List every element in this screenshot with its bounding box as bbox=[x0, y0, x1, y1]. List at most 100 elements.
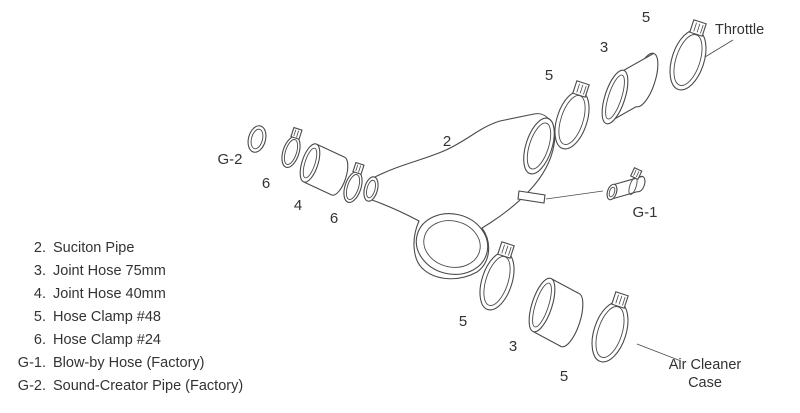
screw-hatch bbox=[576, 83, 580, 93]
suction-pipe bbox=[363, 113, 556, 280]
legend-num: G-2. bbox=[18, 378, 46, 394]
joint-hose-75mm-top bbox=[601, 52, 659, 125]
screw-hatch bbox=[615, 294, 619, 304]
pipe-left-inlet-rim bbox=[363, 176, 379, 202]
hose-top-edge bbox=[623, 52, 654, 71]
air-cleaner-label-line2: Case bbox=[688, 375, 722, 391]
blow-by-hose bbox=[606, 167, 646, 201]
screw-hatch bbox=[358, 165, 362, 173]
hose-top-edge bbox=[550, 277, 579, 294]
sound-creator-pipe-ring bbox=[247, 125, 267, 153]
callout-5-top-right: 5 bbox=[642, 9, 650, 26]
legend-label: Hose Clamp #48 bbox=[53, 309, 161, 325]
screw-hatch bbox=[618, 295, 623, 305]
hose-clamp-24-left bbox=[281, 126, 303, 168]
hose-front-inner-rim bbox=[302, 147, 318, 179]
clamp-screw-housing bbox=[572, 80, 590, 98]
pipe-outlet-rim bbox=[523, 117, 555, 175]
joint-hose-75mm-bottom bbox=[528, 277, 584, 348]
screw-hatch bbox=[622, 296, 626, 306]
screw-housing-box bbox=[497, 241, 515, 259]
screw-housing-box bbox=[290, 126, 303, 140]
callout-6-right: 6 bbox=[330, 210, 338, 227]
pipe-outlet-inner-rim bbox=[526, 122, 552, 170]
pipe-bellmouth-rim bbox=[415, 213, 489, 275]
screw-hatch bbox=[696, 23, 701, 33]
clamp-inner-ring bbox=[345, 174, 361, 200]
callout-5-bottom-right: 5 bbox=[560, 368, 568, 385]
screw-hatch bbox=[700, 24, 704, 34]
air-cleaner-label-line1: Air Cleaner bbox=[669, 357, 742, 373]
hose-clamp-48-top-right bbox=[669, 19, 707, 91]
ring-outer bbox=[247, 125, 267, 153]
legend-label: Sound-Creator Pipe (Factory) bbox=[53, 378, 243, 394]
legend-num: 5. bbox=[34, 309, 46, 325]
screw-housing-box bbox=[689, 19, 707, 37]
clamp-screw-housing bbox=[611, 291, 629, 309]
callout-3-top: 3 bbox=[600, 39, 608, 56]
legend-label: Joint Hose 40mm bbox=[53, 286, 166, 302]
callout-2: 2 bbox=[443, 133, 451, 150]
legend-label: Suciton Pipe bbox=[53, 240, 134, 256]
clamp-screw-housing bbox=[497, 241, 515, 259]
parts-legend: 2. Suciton Pipe 3. Joint Hose 75mm 4. Jo… bbox=[18, 240, 243, 394]
clamp-outer-ring bbox=[554, 90, 590, 150]
hose-clamp-48-bottom-left bbox=[479, 241, 515, 311]
clamp-outer-ring bbox=[591, 301, 629, 363]
air-cleaner-leader-line bbox=[636, 343, 682, 362]
factory-clamp-screw bbox=[629, 167, 643, 181]
hose-front-rim bbox=[601, 69, 629, 125]
callout-3-bottom: 3 bbox=[509, 338, 517, 355]
clamp-outer-ring bbox=[669, 29, 707, 91]
hose-front-inner-rim bbox=[532, 282, 552, 328]
clamp-screw-housing bbox=[689, 19, 707, 37]
screw-hatch bbox=[504, 245, 509, 255]
hose-bottom-edge bbox=[533, 331, 562, 348]
callout-5-bottom-left: 5 bbox=[459, 313, 467, 330]
throttle-label: Throttle bbox=[715, 22, 764, 38]
pipe-left-inlet-inner bbox=[366, 179, 376, 199]
hose-front-rim bbox=[299, 143, 321, 183]
callout-6-left: 6 bbox=[262, 175, 270, 192]
screw-housing-box bbox=[352, 161, 365, 175]
screw-hatch bbox=[579, 84, 584, 94]
hose-bottom-edge bbox=[303, 181, 333, 196]
clamp-screw-housing bbox=[352, 161, 365, 175]
screw-hatch bbox=[633, 170, 637, 176]
throttle-leader-line bbox=[704, 39, 734, 58]
ring-inner bbox=[250, 128, 264, 150]
joint-hose-40mm bbox=[299, 143, 349, 196]
legend-label: Joint Hose 75mm bbox=[53, 263, 166, 279]
legend-num: 3. bbox=[34, 263, 46, 279]
hose-clamp-48-bottom-right bbox=[591, 291, 629, 363]
legend-num: 4. bbox=[34, 286, 46, 302]
callout-5-top-left: 5 bbox=[545, 67, 553, 84]
legend-num: G-1. bbox=[18, 355, 46, 371]
legend-label: Hose Clamp #24 bbox=[53, 332, 161, 348]
screw-hatch bbox=[635, 171, 640, 178]
pipe-body bbox=[366, 113, 556, 280]
screw-hatch bbox=[355, 164, 359, 172]
screw-hatch bbox=[293, 129, 297, 137]
hose-front-rim bbox=[528, 277, 556, 333]
callout-g2: G-2 bbox=[217, 151, 242, 168]
screw-housing-box bbox=[611, 291, 629, 309]
clamp-inner-ring bbox=[283, 139, 299, 165]
legend-label: Blow-by Hose (Factory) bbox=[53, 355, 204, 371]
screw-hatch bbox=[583, 85, 587, 95]
hose-clamp-48-top-left bbox=[554, 80, 590, 150]
screw-housing-box bbox=[572, 80, 590, 98]
hose-clamp-24-right bbox=[343, 161, 365, 203]
screw-hatch bbox=[501, 244, 505, 254]
screw-housing-box bbox=[629, 167, 643, 181]
screw-hatch bbox=[508, 246, 512, 256]
callout-4: 4 bbox=[294, 197, 302, 214]
callout-g1: G-1 bbox=[632, 204, 657, 221]
pipe-nipple bbox=[517, 190, 546, 204]
clamp-screw-housing bbox=[290, 126, 303, 140]
hose-body bbox=[533, 278, 579, 347]
screw-hatch bbox=[693, 22, 697, 32]
hose-front-inner-rim bbox=[608, 186, 616, 198]
